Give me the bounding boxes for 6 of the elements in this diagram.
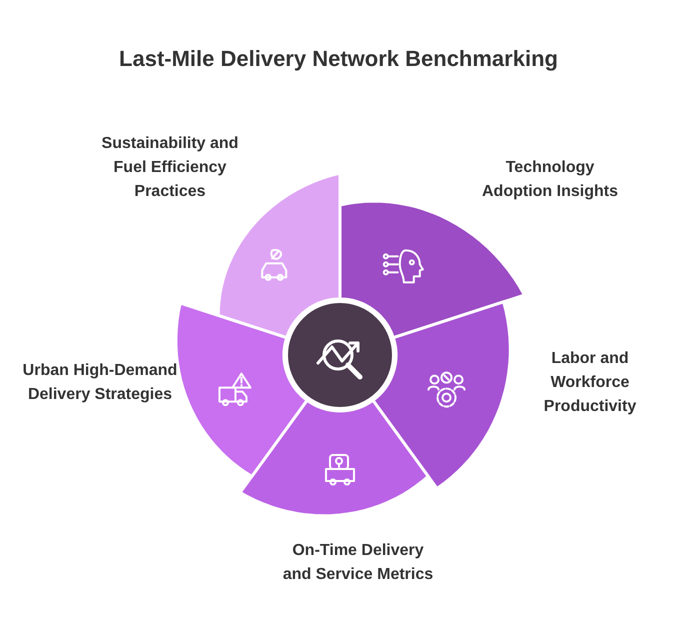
segment-label: Technology Adoption Insights xyxy=(481,158,619,202)
segment-label: Urban High-Demand Delivery Strategies xyxy=(22,361,178,405)
segment-label: On-Time Delivery and Service Metrics xyxy=(282,541,434,585)
segment-label: Sustainability and Fuel Efficiency Practices xyxy=(100,134,240,202)
segment-label: Labor and Workforce Productivity xyxy=(542,349,638,417)
title: Last-Mile Delivery Network Benchmarking xyxy=(118,46,559,72)
